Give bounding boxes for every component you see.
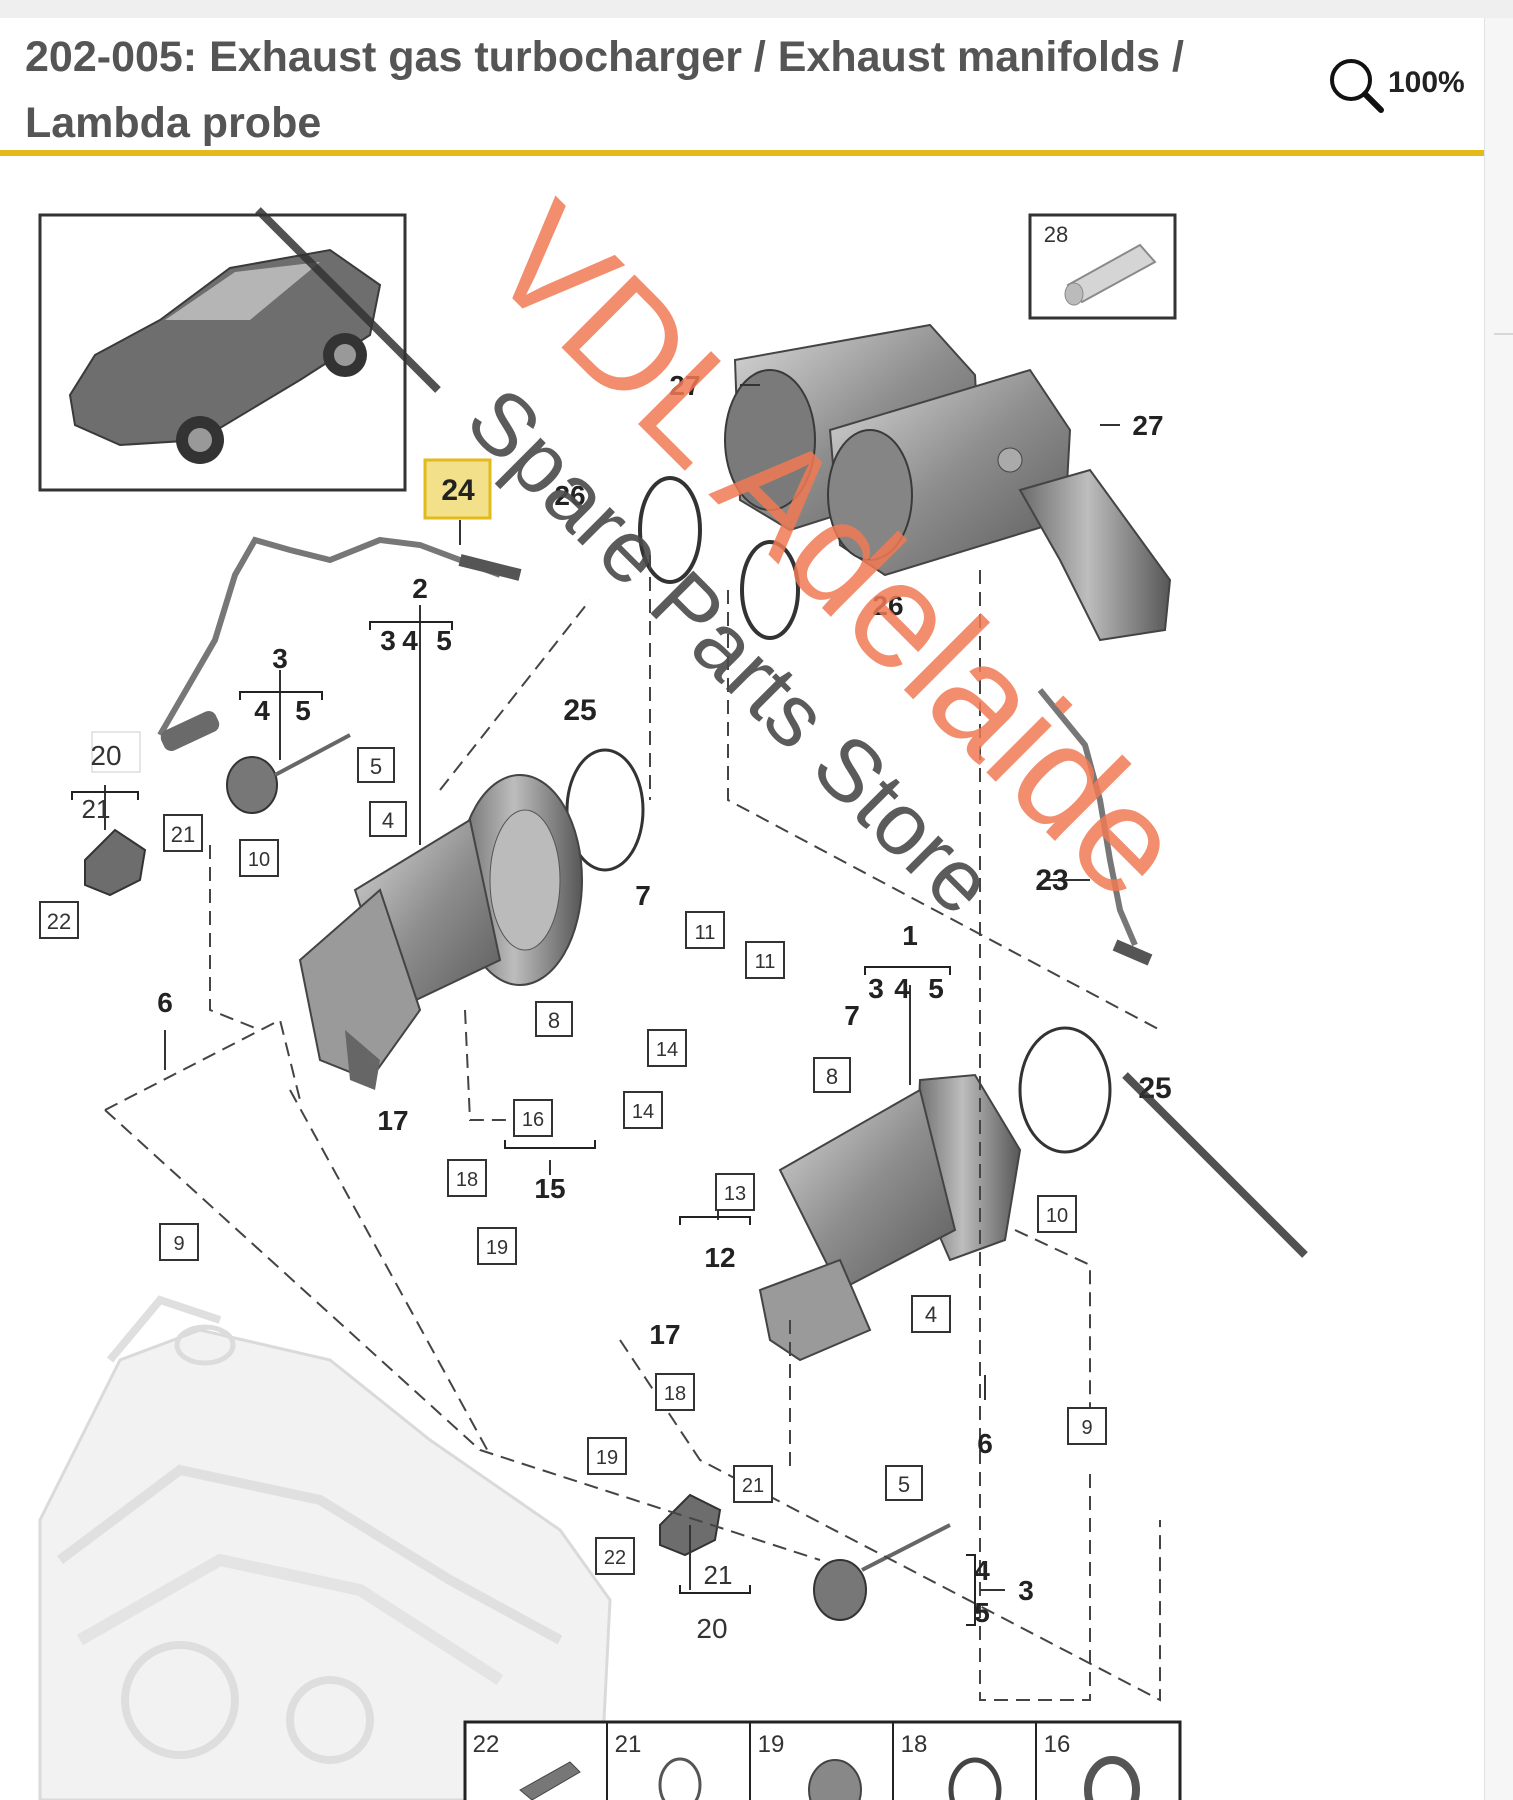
callout-5: 5 (436, 625, 452, 656)
callout-2: 2 (412, 573, 428, 604)
callout-5: 5 (898, 1472, 910, 1497)
callout-4: 4 (894, 973, 910, 1004)
detail-21-label: 21 (615, 1731, 642, 1758)
callout-labels: 2 3 4 5 3 4 5 20 21 21 22 5 4 10 24 26 2… (39, 222, 1172, 1644)
callout-15: 15 (534, 1173, 565, 1204)
callout-26: 26 (554, 480, 585, 511)
callout-22: 22 (604, 1547, 626, 1569)
callout-17: 17 (377, 1105, 408, 1136)
callout-3: 3 (380, 625, 396, 656)
detail-22-label: 22 (473, 1731, 500, 1758)
callout-24: 24 (441, 474, 475, 507)
callout-7: 7 (844, 1000, 860, 1031)
callout-17: 17 (649, 1319, 680, 1350)
callout-21: 21 (171, 822, 195, 847)
detail-16-label: 16 (1044, 1731, 1071, 1758)
callout-4: 4 (382, 808, 394, 833)
zoom-control[interactable]: 100% (1326, 52, 1476, 118)
callout-5: 5 (974, 1597, 990, 1628)
watermark: VDL Adelaide Spare Parts Store (255, 172, 1308, 1258)
callout-9: 9 (1081, 1417, 1092, 1439)
detail-strip: 22 21 19 18 16 (463, 1720, 1182, 1800)
vehicle-thumbnail (38, 213, 407, 492)
seal-ring-25b (1018, 1026, 1112, 1154)
callout-19: 19 (486, 1237, 508, 1259)
callout-11: 11 (695, 922, 716, 944)
callout-24-highlight[interactable] (423, 458, 492, 520)
callout-11: 11 (755, 951, 776, 973)
callout-5: 5 (928, 973, 944, 1004)
callout-5: 5 (370, 754, 382, 779)
callout-8: 8 (826, 1064, 838, 1089)
gasket-ring-26b (740, 540, 800, 640)
callout-13: 13 (724, 1183, 746, 1205)
part-28-box (1028, 213, 1177, 320)
callout-21: 21 (82, 794, 111, 824)
callout-27: 27 (1132, 410, 1163, 441)
callout-21: 21 (704, 1560, 733, 1590)
callout-21: 21 (742, 1475, 764, 1497)
title-underline (0, 150, 1484, 156)
callout-14: 14 (632, 1101, 654, 1123)
leader-lines (104, 384, 1120, 1591)
catalytic-converters (724, 323, 1172, 642)
callout-18: 18 (664, 1383, 686, 1405)
callout-3: 3 (272, 643, 288, 674)
callout-14: 14 (656, 1039, 678, 1061)
assembly-lines (104, 555, 1161, 1702)
wastegate-actuator-right (813, 1523, 951, 1621)
engine-illustration (38, 1295, 612, 1800)
callout-28: 28 (1044, 222, 1068, 247)
scrollbar-mark (1494, 333, 1513, 335)
callout-8: 8 (548, 1008, 560, 1033)
callout-9: 9 (173, 1233, 184, 1255)
callout-3: 3 (868, 973, 884, 1004)
callout-27: 27 (669, 370, 700, 401)
callout-25: 25 (563, 694, 596, 727)
gasket-ring-26a (638, 476, 702, 584)
scrollbar-track[interactable] (1484, 18, 1513, 1800)
lambda-probe-24 (157, 536, 522, 752)
browser-top-strip (0, 0, 1513, 18)
lambda-probe-23 (1037, 688, 1153, 966)
callout-18: 18 (456, 1169, 478, 1191)
wastegate-actuator-left (226, 733, 351, 814)
detail-18-label: 18 (901, 1731, 928, 1758)
page-title: 202-005: Exhaust gas turbocharger / Exha… (25, 33, 1184, 147)
callout-20: 20 (696, 1613, 727, 1644)
callout-6: 6 (977, 1428, 993, 1459)
callout-4: 4 (974, 1555, 990, 1586)
callout-1: 1 (902, 920, 918, 951)
sensor-left (84, 828, 147, 897)
callout-4: 4 (925, 1302, 937, 1327)
callout-19: 19 (596, 1447, 618, 1469)
callout-10: 10 (1046, 1205, 1068, 1227)
callout-4: 4 (402, 625, 418, 656)
turbocharger-right (758, 1073, 1022, 1362)
callout-4: 4 (254, 695, 270, 726)
callout-20: 20 (90, 740, 121, 771)
detail-19-label: 19 (758, 1731, 785, 1758)
callout-7: 7 (635, 880, 651, 911)
callout-23: 23 (1035, 864, 1068, 897)
callout-3: 3 (1018, 1575, 1034, 1606)
callout-16: 16 (522, 1109, 544, 1131)
callout-26: 26 (872, 590, 903, 621)
callout-12: 12 (704, 1242, 735, 1273)
callout-10: 10 (248, 849, 270, 871)
magnifier-icon (1330, 59, 1384, 113)
turbocharger-left (298, 774, 583, 1090)
zoom-level: 100% (1388, 66, 1465, 99)
parts-diagram: 2 3 4 5 3 4 5 20 21 21 22 5 4 10 24 26 2… (38, 172, 1308, 1800)
callout-22: 22 (47, 909, 71, 934)
callout-5: 5 (295, 695, 311, 726)
callout-brackets (71, 621, 976, 1626)
callout-6: 6 (157, 987, 173, 1018)
